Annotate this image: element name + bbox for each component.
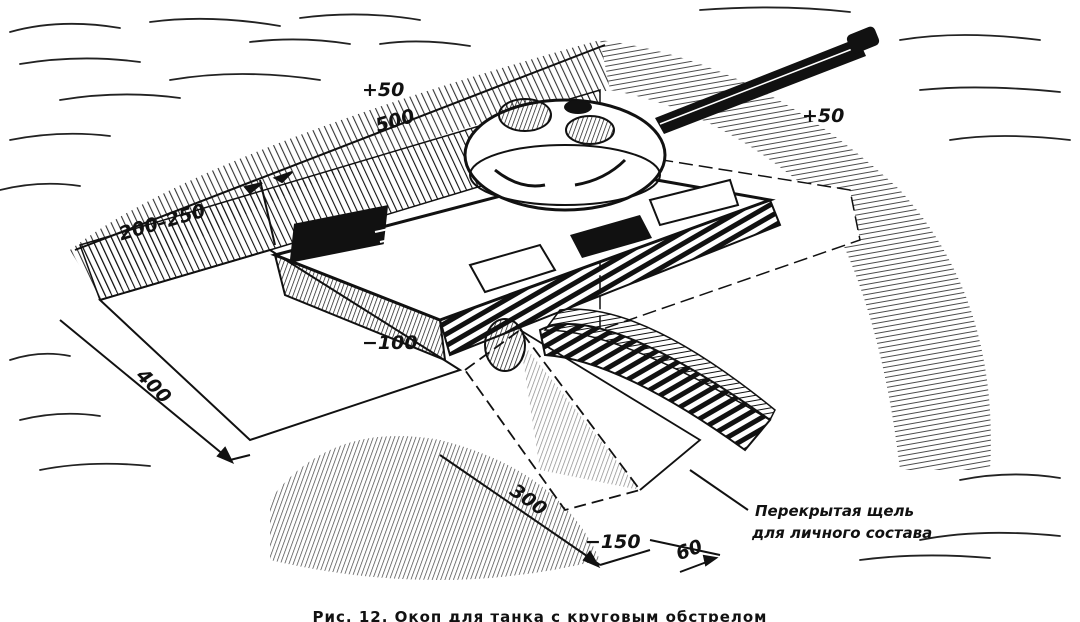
dim-floor-depth: −100 [362, 332, 418, 354]
fender-box [648, 178, 740, 227]
tank-wheel [484, 318, 526, 372]
engine-grille [289, 205, 389, 263]
dim-top-parapet-left: +50 [362, 79, 404, 101]
figure-caption: Рис. 12. Окоп для танка с круговым обстр… [312, 608, 768, 622]
dim-slit-depth: −150 [585, 531, 641, 553]
dim-left-depth: 400 [131, 364, 175, 408]
dimension-lines [59, 44, 749, 573]
spoil-mound [270, 436, 600, 580]
loader-hatch [565, 115, 615, 145]
tank-track-left [438, 198, 782, 357]
ground-texture [0, 6, 1071, 561]
personnel-slit [463, 308, 776, 512]
muzzle [846, 26, 880, 54]
slit-label-line1: Перекрытая щель [755, 502, 914, 520]
fender-box [468, 243, 557, 294]
commander-cupola [498, 98, 552, 132]
tank-gun [655, 38, 866, 134]
tank [270, 26, 880, 372]
dim-right-parapet: +50 [802, 105, 844, 127]
dim-slit-width: 60 [673, 535, 705, 565]
slit-label-line2: для личного состава [751, 524, 932, 542]
parapet-right [600, 40, 991, 470]
tank-hull-side [273, 253, 447, 362]
fender-box [570, 215, 652, 258]
